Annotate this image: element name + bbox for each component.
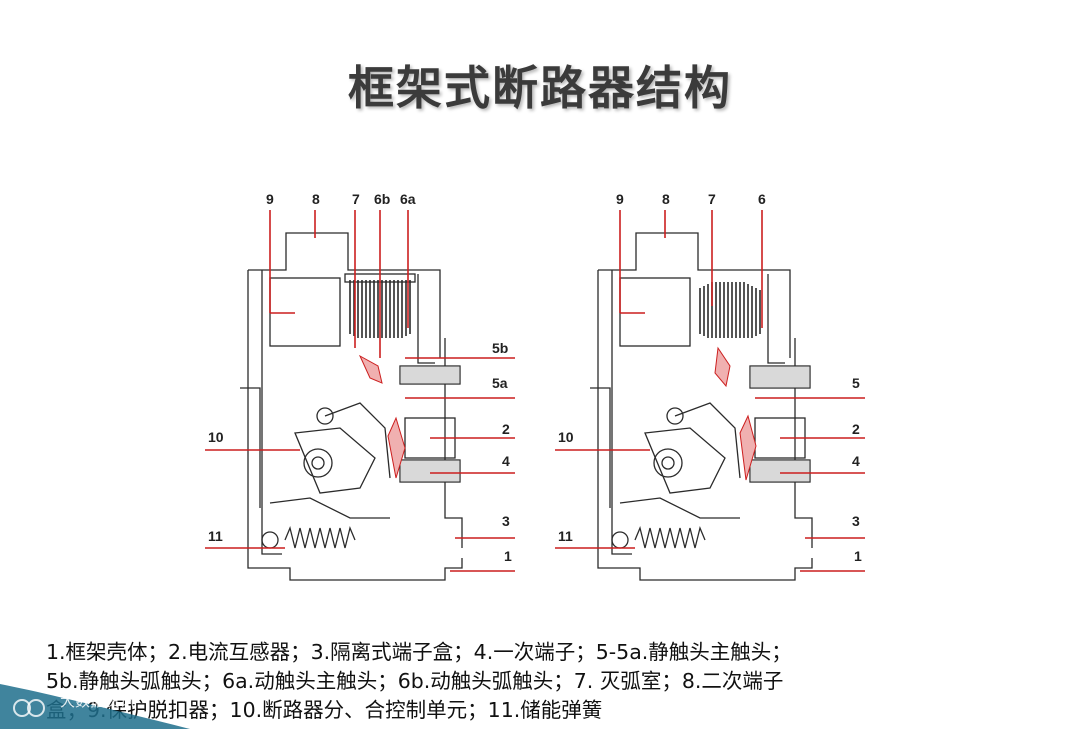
breaker-drawing-right: 9 8 7 6 5 2 4 3 1 10 11 bbox=[555, 191, 865, 581]
slide-title: 框架式断路器结构 bbox=[348, 61, 732, 115]
callout-1: 1 bbox=[854, 548, 862, 564]
callout-5a: 5a bbox=[492, 375, 508, 391]
callout-5: 5 bbox=[852, 375, 860, 391]
callout-10: 10 bbox=[208, 429, 224, 445]
callout-4: 4 bbox=[502, 453, 510, 469]
breaker-diagram-right: 9 8 7 6 5 2 4 3 1 10 11 bbox=[550, 188, 880, 588]
watermark-logo bbox=[0, 684, 190, 729]
callout-6b: 6b bbox=[374, 191, 390, 207]
callout-2: 2 bbox=[852, 421, 860, 437]
callout-7: 7 bbox=[352, 191, 360, 207]
callout-11: 11 bbox=[558, 528, 573, 544]
callout-9: 9 bbox=[266, 191, 274, 207]
callout-8: 8 bbox=[312, 191, 320, 207]
callout-10: 10 bbox=[558, 429, 574, 445]
legend-line-2: 5b.静触头弧触头；6a.动触头主触头；6b.动触头弧触头；7. 灭弧室；8.二… bbox=[46, 669, 784, 693]
callout-1: 1 bbox=[504, 548, 512, 564]
callout-9: 9 bbox=[616, 191, 624, 207]
callout-6a: 6a bbox=[400, 191, 416, 207]
breaker-drawing-left: 9 8 7 6b 6a 5b 5a 2 4 3 1 10 11 bbox=[205, 191, 515, 581]
callout-3: 3 bbox=[852, 513, 860, 529]
breaker-diagram-left: 9 8 7 6b 6a 5b 5a 2 4 3 1 10 11 bbox=[200, 188, 530, 588]
callout-3: 3 bbox=[502, 513, 510, 529]
callout-5b: 5b bbox=[492, 340, 508, 356]
callout-7: 7 bbox=[708, 191, 716, 207]
callout-4: 4 bbox=[852, 453, 860, 469]
callout-8: 8 bbox=[662, 191, 670, 207]
legend-line-1: 1.框架壳体；2.电流互感器；3.隔离式端子盒；4.一次端子；5-5a.静触头主… bbox=[46, 640, 792, 664]
watermark-text: 大数据资讯 bbox=[60, 692, 136, 710]
legend: 1.框架壳体；2.电流互感器；3.隔离式端子盒；4.一次端子；5-5a.静触头主… bbox=[46, 638, 1046, 725]
callout-11: 11 bbox=[208, 528, 223, 544]
legend-line-3: 盒；9.保护脱扣器；10.断路器分、合控制单元；11.储能弹簧 bbox=[46, 698, 603, 722]
callout-2: 2 bbox=[502, 421, 510, 437]
callout-6: 6 bbox=[758, 191, 766, 207]
